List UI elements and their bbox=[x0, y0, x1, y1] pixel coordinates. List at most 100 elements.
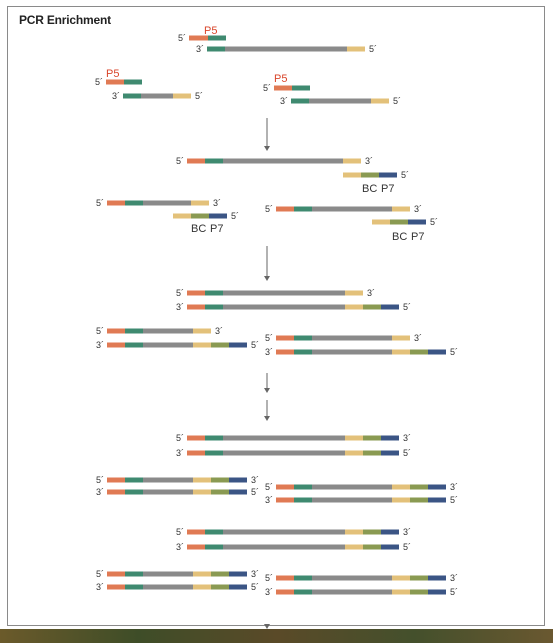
strand-segment bbox=[428, 575, 446, 581]
strand-end-label: 5´ bbox=[403, 302, 411, 312]
strand-segment bbox=[428, 497, 446, 503]
strand-segment bbox=[276, 589, 294, 595]
strand-segment bbox=[225, 46, 347, 52]
strand-segment bbox=[143, 571, 193, 577]
strand-segment bbox=[125, 489, 143, 495]
strand-end-label: 3´ bbox=[450, 482, 458, 492]
strand-segment bbox=[410, 484, 428, 490]
strand-segment bbox=[410, 575, 428, 581]
dna-strand: 5´ bbox=[178, 33, 226, 43]
strand-segment bbox=[124, 79, 142, 85]
strand-segment bbox=[276, 206, 294, 212]
dna-strand: 5´ bbox=[372, 217, 438, 227]
strand-segment bbox=[223, 450, 345, 456]
strand-segment bbox=[193, 584, 211, 590]
strand-end-label: 5´ bbox=[231, 211, 239, 221]
strand-end-label: 5´ bbox=[265, 204, 273, 214]
strand-end-label: 5´ bbox=[265, 482, 273, 492]
strand-end-label: 5´ bbox=[176, 433, 184, 443]
strand-segment bbox=[276, 335, 294, 341]
strand-segment bbox=[229, 477, 247, 483]
strand-segment bbox=[141, 93, 173, 99]
p7-label: P7 bbox=[381, 183, 394, 195]
strand-segment bbox=[187, 435, 205, 441]
strand-segment bbox=[107, 489, 125, 495]
strand-end-label: 3´ bbox=[367, 288, 375, 298]
strand-segment bbox=[428, 349, 446, 355]
bottom-photo-strip bbox=[0, 629, 553, 643]
strand-end-label: 5´ bbox=[251, 582, 259, 592]
strand-segment bbox=[312, 497, 392, 503]
strand-segment bbox=[428, 589, 446, 595]
strand-segment bbox=[371, 98, 389, 104]
dna-strand: 5´3´ bbox=[96, 475, 259, 485]
strand-segment bbox=[187, 544, 205, 550]
dna-strand: 5´3´ bbox=[176, 433, 411, 443]
strand-segment bbox=[211, 571, 229, 577]
strand-end-label: 3´ bbox=[265, 347, 273, 357]
strand-segment bbox=[392, 335, 410, 341]
strand-segment bbox=[381, 529, 399, 535]
strand-end-label: 5´ bbox=[96, 569, 104, 579]
strand-segment bbox=[345, 450, 363, 456]
strand-segment bbox=[223, 529, 345, 535]
strand-segment bbox=[292, 85, 310, 91]
dna-strand: 5´3´ bbox=[176, 288, 375, 298]
strand-end-label: 5´ bbox=[369, 44, 377, 54]
strand-end-label: 5´ bbox=[195, 91, 203, 101]
strand-segment bbox=[125, 584, 143, 590]
strand-segment bbox=[209, 213, 227, 219]
strand-end-label: 3´ bbox=[251, 569, 259, 579]
strand-segment bbox=[211, 584, 229, 590]
strand-segment bbox=[205, 304, 223, 310]
strand-segment bbox=[390, 219, 408, 225]
strand-segment bbox=[229, 489, 247, 495]
strand-segment bbox=[143, 342, 193, 348]
strand-end-label: 3´ bbox=[414, 333, 422, 343]
strand-segment bbox=[363, 529, 381, 535]
strand-segment bbox=[123, 93, 141, 99]
strand-segment bbox=[205, 450, 223, 456]
dna-strand: 5´ 3´ bbox=[96, 569, 259, 579]
strand-segment bbox=[107, 571, 125, 577]
dna-strand: 5´3´ bbox=[265, 573, 458, 583]
strand-segment bbox=[294, 497, 312, 503]
dna-strand: 5´3´ bbox=[176, 527, 411, 537]
strand-segment bbox=[191, 200, 209, 206]
strand-segment bbox=[276, 575, 294, 581]
dna-strand: 5´3´ bbox=[96, 198, 221, 208]
strand-segment bbox=[294, 349, 312, 355]
strand-segment bbox=[381, 544, 399, 550]
strand-end-label: 5´ bbox=[95, 77, 103, 87]
strand-segment bbox=[345, 435, 363, 441]
strand-end-label: 3´ bbox=[96, 487, 104, 497]
strand-end-label: 3´ bbox=[280, 96, 288, 106]
strand-segment bbox=[345, 304, 363, 310]
strand-segment bbox=[381, 450, 399, 456]
step-arrow bbox=[264, 246, 270, 281]
strand-segment bbox=[372, 219, 390, 225]
strand-segment bbox=[312, 349, 392, 355]
step-arrow bbox=[264, 373, 270, 393]
dna-strand: 3´5´ bbox=[176, 302, 411, 312]
strand-end-label: 5´ bbox=[450, 587, 458, 597]
strand-segment bbox=[193, 571, 211, 577]
bc-label: BC bbox=[191, 223, 206, 235]
diagram-title: PCR Enrichment bbox=[19, 13, 111, 27]
strand-end-label: 3´ bbox=[96, 582, 104, 592]
strand-segment bbox=[347, 46, 365, 52]
strand-segment bbox=[410, 349, 428, 355]
strand-end-label: 5´ bbox=[176, 156, 184, 166]
strand-segment bbox=[223, 544, 345, 550]
strand-segment bbox=[276, 497, 294, 503]
strand-segment bbox=[107, 584, 125, 590]
strand-end-label: 3´ bbox=[96, 340, 104, 350]
strand-end-label: 5´ bbox=[96, 198, 104, 208]
strand-segment bbox=[229, 584, 247, 590]
p7-label: P7 bbox=[411, 231, 424, 243]
strand-end-label: 3´ bbox=[265, 587, 273, 597]
dna-strand: 3´5´ bbox=[96, 487, 259, 497]
strand-segment bbox=[205, 290, 223, 296]
strand-end-label: 5´ bbox=[176, 527, 184, 537]
